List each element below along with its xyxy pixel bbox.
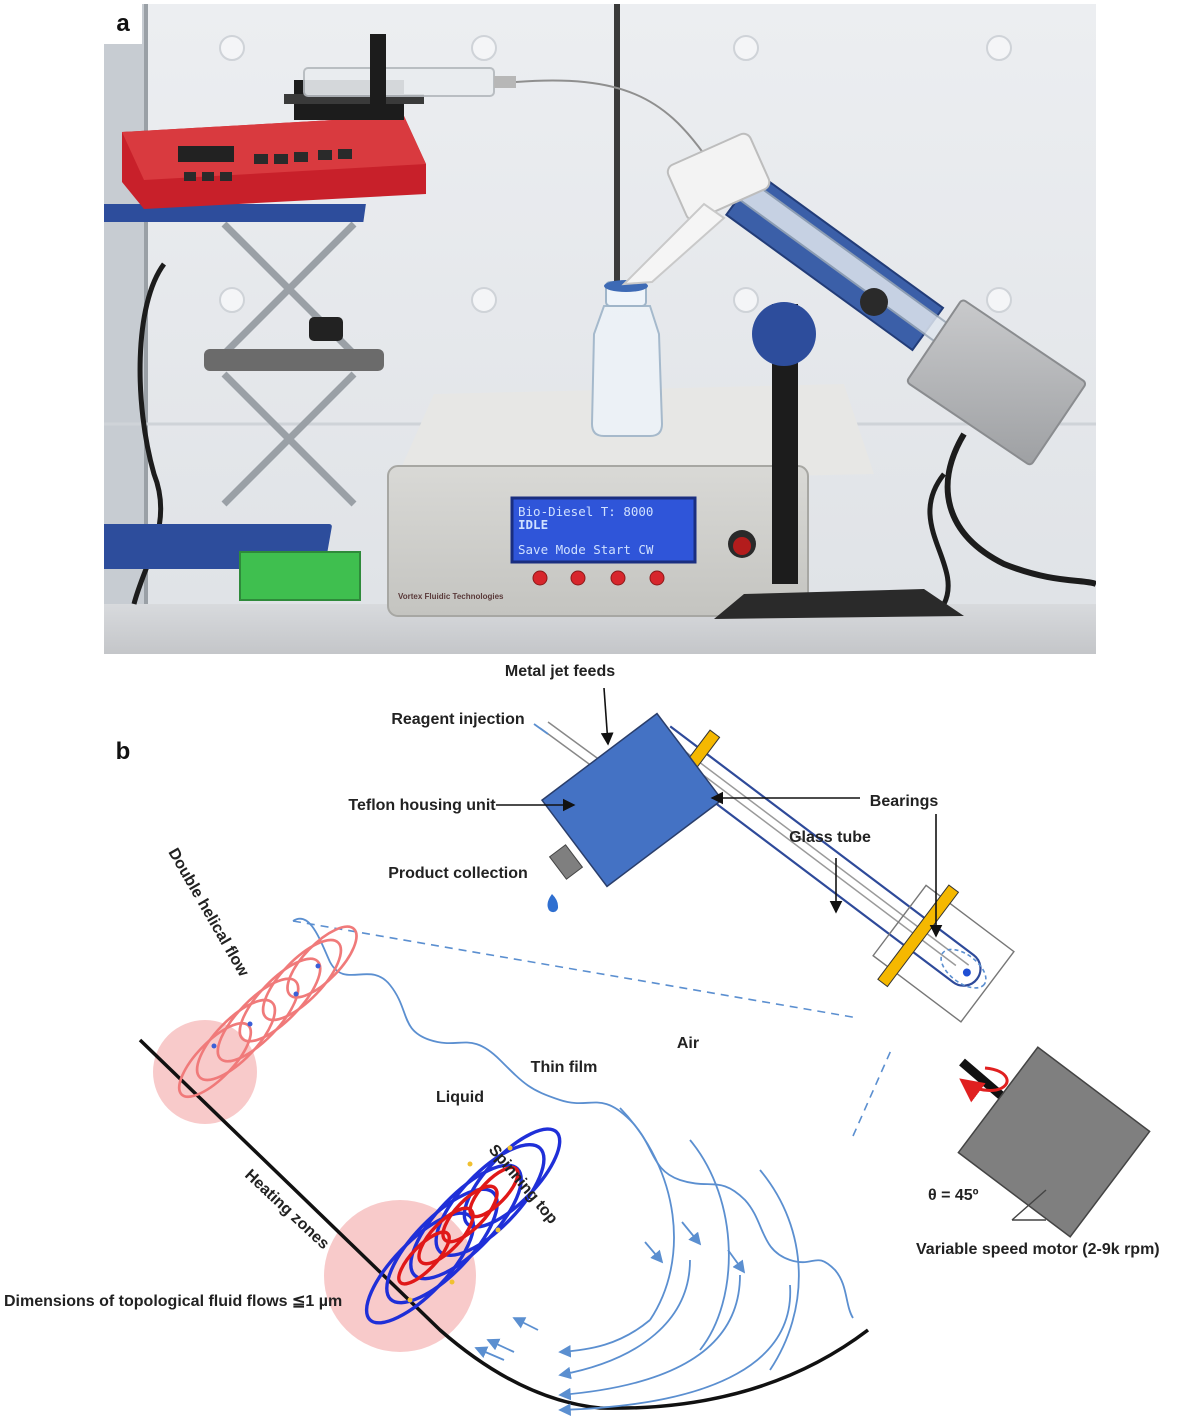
label-air: Air xyxy=(677,1035,699,1052)
screen-line-2: IDLE xyxy=(518,517,548,532)
double-helical-flow xyxy=(177,925,358,1099)
zoom-ellipse xyxy=(940,948,987,989)
label-thin-film: Thin film xyxy=(531,1059,598,1076)
motor-box xyxy=(957,1046,1151,1238)
label-teflon-housing: Teflon housing unit xyxy=(348,797,496,814)
spinning-top-inner xyxy=(397,1165,520,1286)
label-dimensions: Dimensions of topological fluid flows ≦1… xyxy=(4,1293,342,1310)
controller-brand: Vortex Fluidic Technologies xyxy=(398,592,504,601)
lab-setup-photo: Bio-Diesel T: 8000 IDLE Save Mode Start … xyxy=(104,4,1096,654)
panel-label-a: a xyxy=(104,4,142,44)
heating-zone-upper xyxy=(153,1020,257,1124)
label-glass-tube: Glass tube xyxy=(789,829,871,846)
screen-line-3: Save Mode Start CW xyxy=(518,542,654,557)
motor-shaft xyxy=(959,1058,1007,1102)
label-double-helical-flow: Double helical flow xyxy=(165,846,252,980)
photo-panel: Bio-Diesel T: 8000 IDLE Save Mode Start … xyxy=(104,4,1096,654)
syringe-pump xyxy=(122,34,705,209)
angle-line xyxy=(1011,1189,1047,1221)
arrow-metal-jet xyxy=(600,687,614,746)
vfd-schematic: Metal jet feeds Reagent injection Teflon… xyxy=(4,663,1160,1416)
label-reagent-injection: Reagent injection xyxy=(391,711,524,728)
product-droplet xyxy=(547,894,559,913)
vfd-device xyxy=(533,712,1151,1238)
schematic-panel: Metal jet feeds Reagent injection Teflon… xyxy=(0,660,1200,1420)
teflon-housing xyxy=(540,712,724,888)
thin-film-cross-section xyxy=(138,917,870,1416)
label-product-collection: Product collection xyxy=(388,865,528,882)
thin-film-surface xyxy=(292,917,854,1319)
label-bearings: Bearings xyxy=(870,793,939,810)
bearing-rear xyxy=(877,884,960,988)
label-motor: Variable speed motor (2-9k rpm) xyxy=(916,1241,1160,1258)
zoom-line-top xyxy=(292,920,859,1019)
rotation-arrow xyxy=(959,1066,1009,1103)
zoom-line-bottom xyxy=(852,1047,893,1137)
vortex-fluidic-device xyxy=(621,132,1087,619)
panel-label-b: b xyxy=(104,732,142,772)
flow-streamlines xyxy=(558,1107,800,1416)
screen-line-1: Bio-Diesel T: 8000 xyxy=(518,504,653,519)
lab-jack xyxy=(104,204,384,601)
tube-holder xyxy=(872,884,1015,1023)
label-metal-jet-feeds: Metal jet feeds xyxy=(505,663,615,680)
product-outlet xyxy=(548,844,584,880)
label-theta: θ = 45º xyxy=(928,1187,979,1204)
label-liquid: Liquid xyxy=(436,1089,484,1106)
glass-tube xyxy=(649,725,982,987)
tube-wall xyxy=(138,1038,870,1410)
